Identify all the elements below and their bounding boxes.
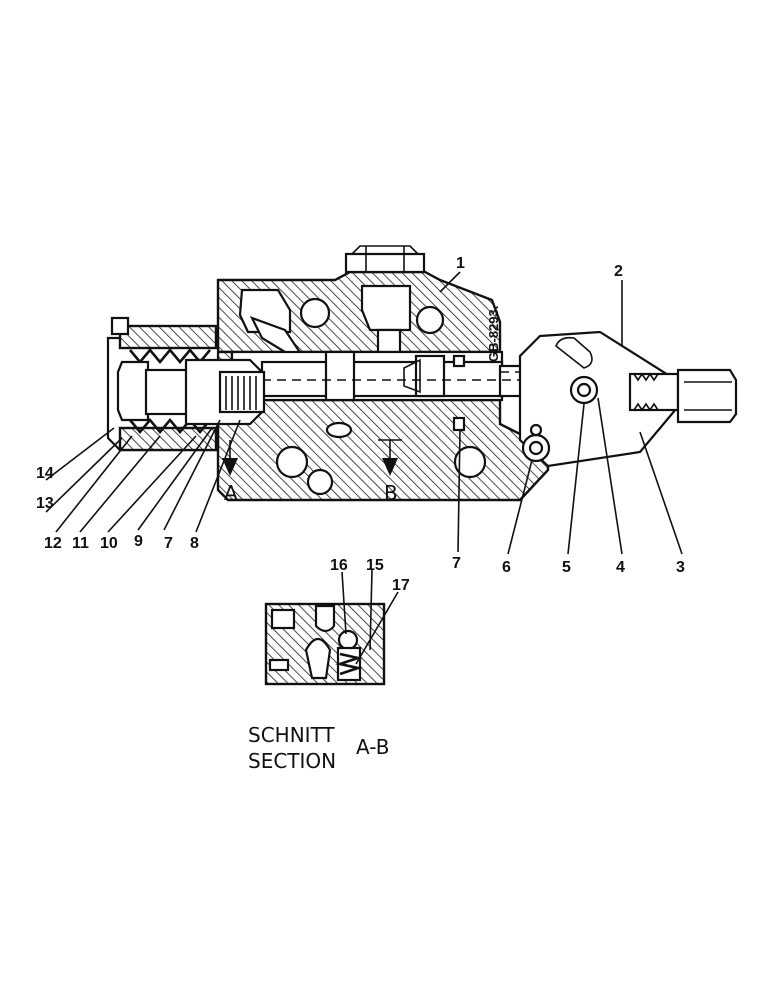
leader-lines [45,271,683,665]
callout-8: 8 [190,535,199,552]
callout-17: 17 [392,577,410,594]
caption: SCHNITT SECTION A-B [248,723,389,773]
section-mark-b: B [384,481,398,505]
callout-10: 10 [100,535,118,552]
callout-11: 11 [72,535,89,552]
section-view [264,602,386,686]
section-mark-a: A [224,481,238,505]
callout-15: 15 [366,557,384,574]
callout-16: 16 [330,557,348,574]
caption-section: A-B [356,735,389,759]
callout-14: 14 [36,465,54,482]
lever-assembly [518,330,738,468]
callout-5: 5 [562,559,571,576]
callouts: 1 2 3 4 5 6 7 7 8 9 10 11 12 13 14 15 16… [36,255,685,594]
callout-9: 9 [134,533,143,550]
caption-line-1: SCHNITT [248,723,335,747]
callout-3: 3 [676,559,685,576]
callout-7b: 7 [164,535,173,552]
callout-6: 6 [502,559,511,576]
callout-13: 13 [36,495,54,512]
valve-body [208,245,550,502]
callout-4: 4 [616,559,625,576]
spring-cap [106,316,266,452]
callout-7a: 7 [452,555,461,572]
drawing-code: GB-8293. [486,306,501,362]
caption-line-2: SECTION [248,749,336,773]
callout-2: 2 [614,263,623,280]
callout-12: 12 [44,535,62,552]
callout-1: 1 [456,255,465,272]
